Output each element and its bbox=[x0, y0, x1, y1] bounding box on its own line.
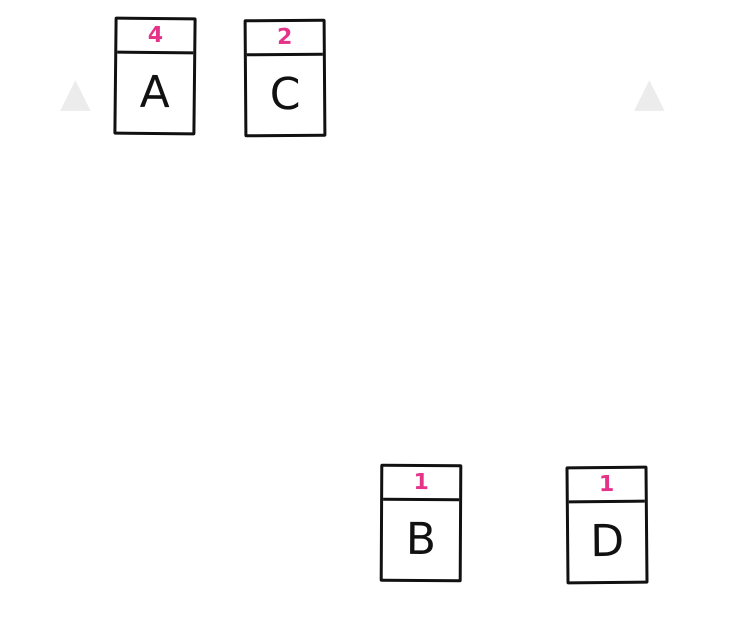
ghost-mark-right: ▲ bbox=[634, 70, 665, 116]
card-d-header: 1 bbox=[568, 468, 645, 504]
card-b: 1 B bbox=[379, 463, 463, 583]
card-b-count: 1 bbox=[413, 469, 429, 495]
card-c-count: 2 bbox=[276, 24, 293, 50]
card-d-count: 1 bbox=[598, 471, 615, 497]
card-a-header: 4 bbox=[117, 19, 194, 55]
card-c-header: 2 bbox=[246, 21, 323, 57]
card-a-count: 4 bbox=[147, 22, 164, 48]
card-a-letter: A bbox=[139, 66, 171, 119]
card-b-header: 1 bbox=[383, 466, 460, 502]
card-b-letter: B bbox=[405, 513, 437, 566]
card-c-letter: C bbox=[269, 68, 301, 121]
ghost-mark-left: ▲ bbox=[60, 70, 91, 116]
card-d: 1 D bbox=[565, 465, 649, 585]
card-d-letter: D bbox=[589, 515, 625, 568]
card-c: 2 C bbox=[243, 18, 327, 138]
card-a: 4 A bbox=[113, 16, 197, 136]
